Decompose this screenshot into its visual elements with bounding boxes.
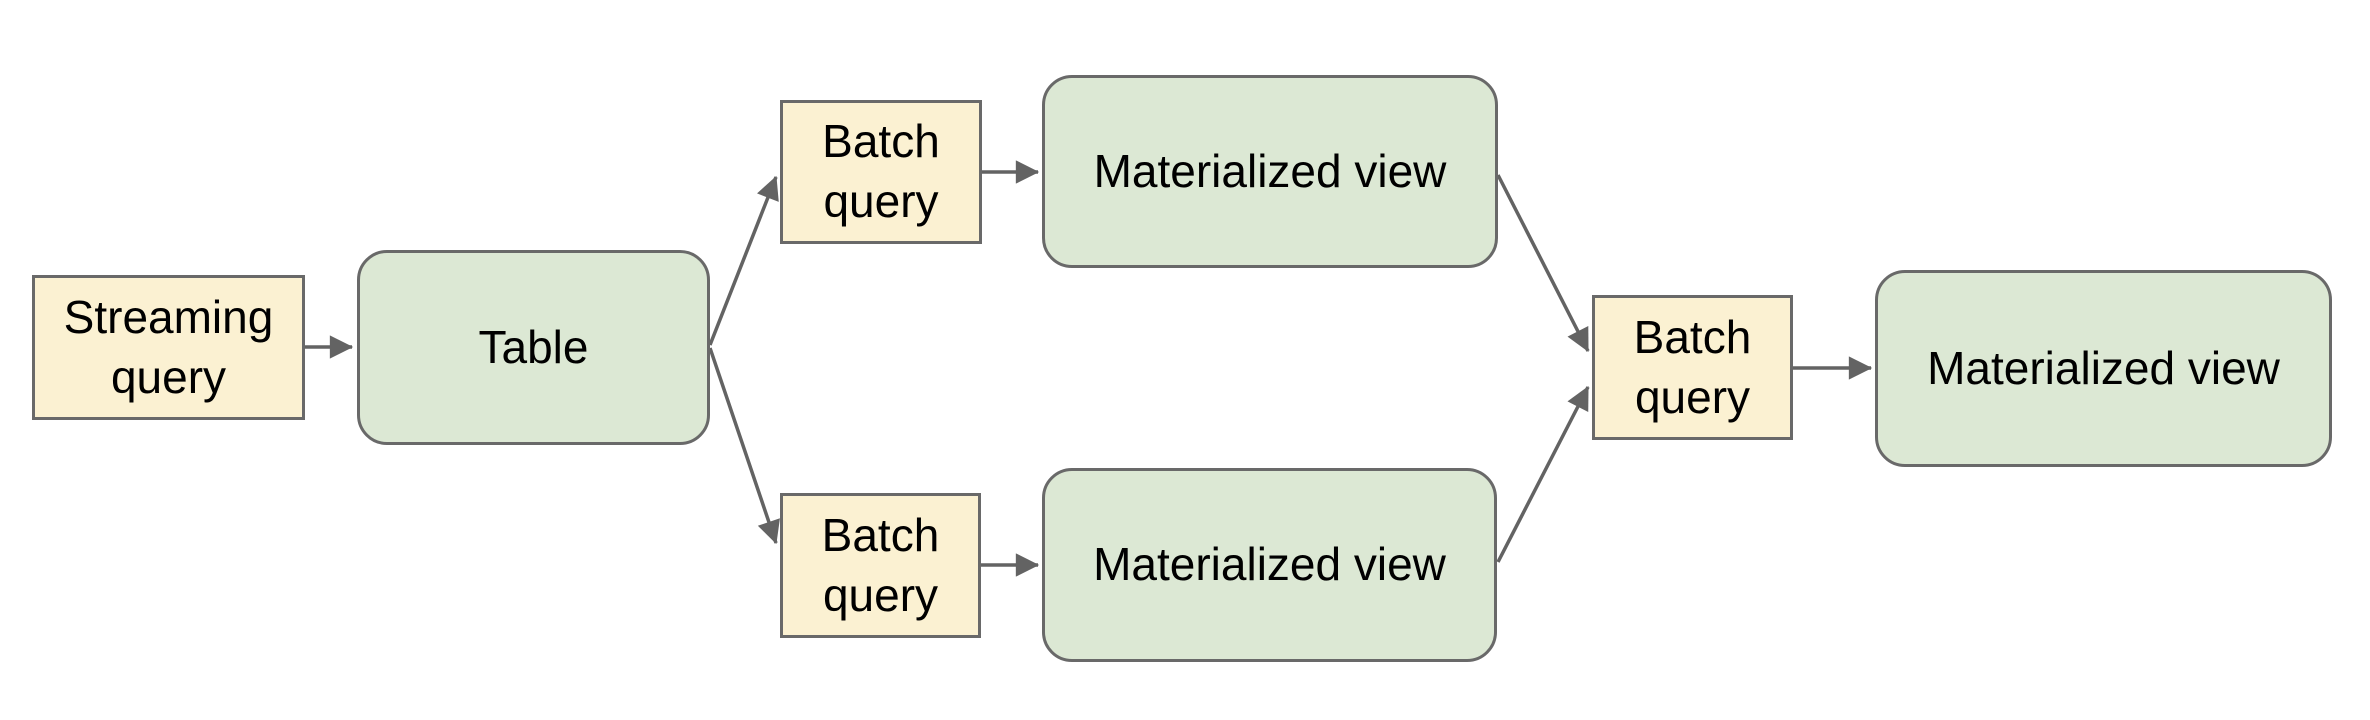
node-materialized-view-bottom: Materialized view bbox=[1042, 468, 1497, 662]
node-materialized-view-final-label: Materialized view bbox=[1927, 341, 2280, 394]
edge-materialized-view-bottom-to-batch-query-right bbox=[1496, 385, 1590, 563]
edge-table-to-batch-query-top bbox=[708, 175, 779, 346]
node-materialized-view-final: Materialized view bbox=[1875, 270, 2332, 467]
node-batch-query-top: Batch query bbox=[780, 100, 982, 244]
node-batch-query-bottom: Batch query bbox=[780, 493, 981, 638]
node-streaming-query: Streaming query bbox=[32, 275, 305, 420]
edge-materialized-view-top-to-batch-query-right bbox=[1496, 174, 1590, 353]
node-batch-query-top-label: Batch query bbox=[822, 115, 940, 227]
node-materialized-view-top: Materialized view bbox=[1042, 75, 1498, 268]
node-batch-query-right: Batch query bbox=[1592, 295, 1793, 440]
node-materialized-view-bottom-label: Materialized view bbox=[1093, 538, 1446, 591]
node-table-label: Table bbox=[478, 320, 589, 373]
node-streaming-query-label: Streaming query bbox=[63, 290, 274, 403]
node-batch-query-bottom-label: Batch query bbox=[821, 508, 940, 621]
node-table: Table bbox=[357, 250, 710, 445]
edge-table-to-batch-query-bottom bbox=[708, 347, 780, 545]
node-batch-query-right-label: Batch query bbox=[1633, 310, 1752, 423]
node-materialized-view-top-label: Materialized view bbox=[1093, 144, 1447, 197]
